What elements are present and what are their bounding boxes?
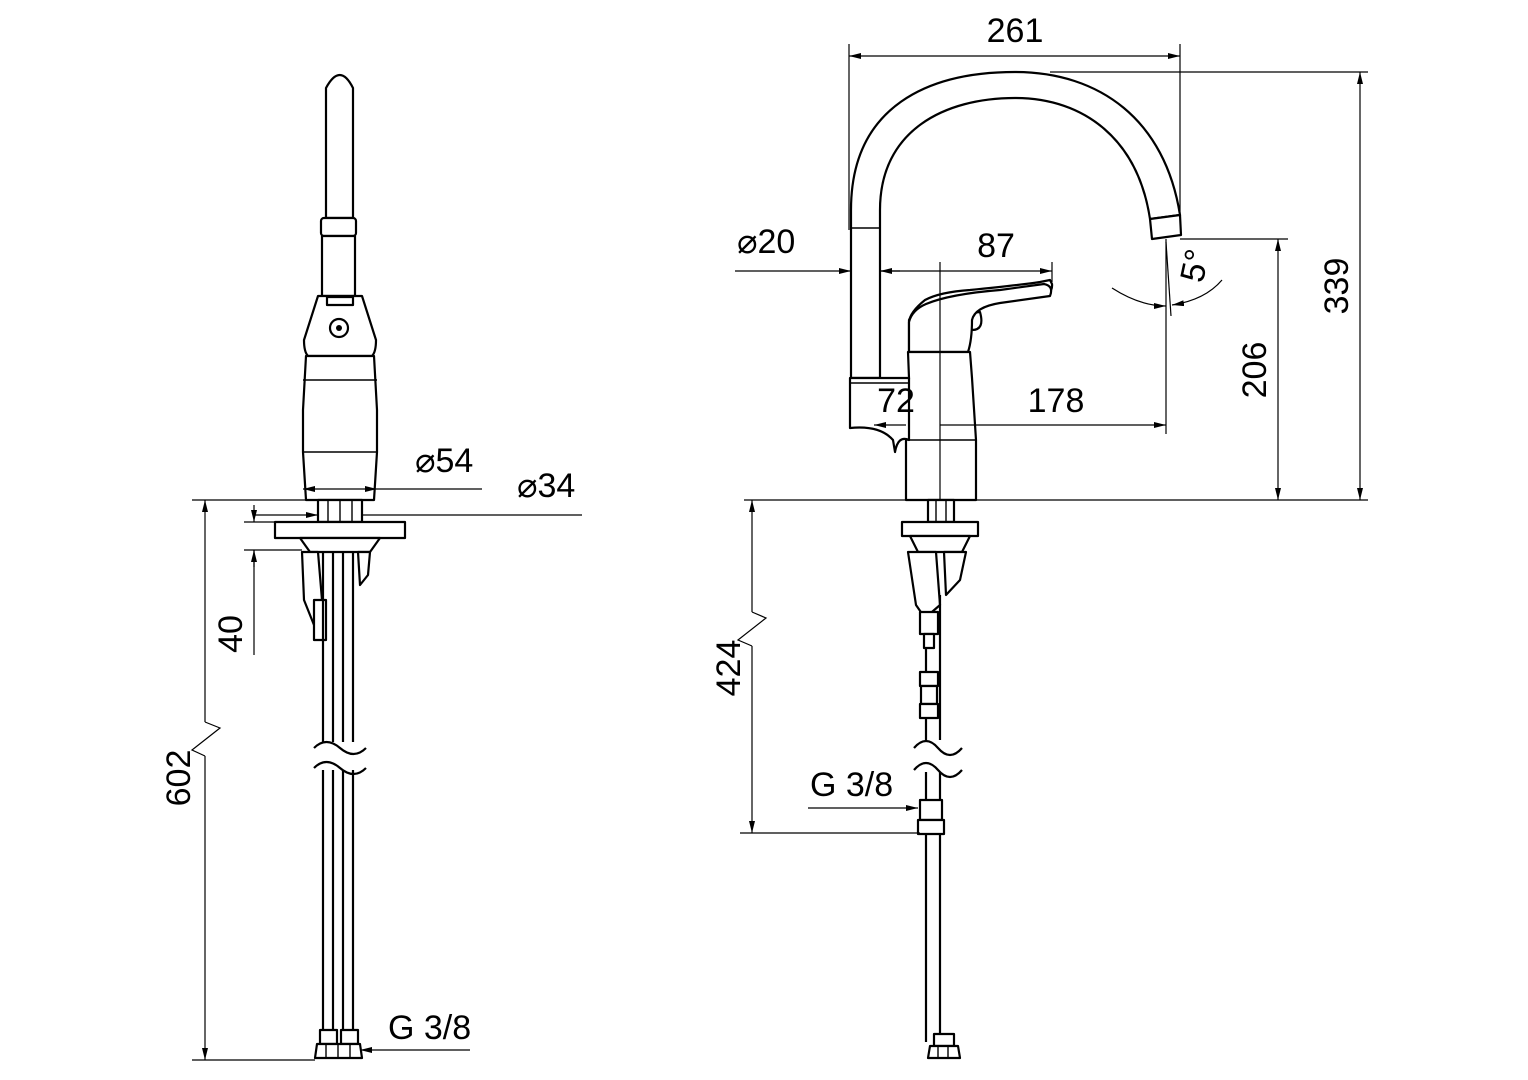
front-dim-206: 206 (1180, 238, 1288, 500)
front-dim-261: 261 (848, 12, 1181, 230)
front-thread-callout: G 3/8 (808, 766, 918, 811)
front-dim-178-label: 178 (1028, 382, 1085, 420)
side-dim-dia34: ⌀34 (255, 467, 582, 518)
side-dim-602: 602 (160, 499, 318, 1061)
front-dim-424: 424 (710, 500, 920, 834)
side-dim-602-label: 602 (160, 750, 198, 807)
front-dim-dia20: ⌀20 (735, 223, 900, 274)
front-dim-206-label: 206 (1236, 342, 1274, 399)
front-dim-72: 72 (874, 382, 915, 428)
front-dim-angle: 5° (1111, 241, 1223, 317)
side-mounting (273, 498, 407, 642)
side-dim-dia54-label: ⌀54 (415, 442, 473, 480)
side-hoses (312, 552, 368, 1060)
front-mounting (900, 498, 980, 650)
front-dim-72-label: 72 (877, 382, 915, 420)
side-dim-dia54: ⌀54 (303, 442, 482, 492)
front-spout (849, 70, 1183, 380)
front-hoses (912, 595, 964, 1060)
side-dim-40: 40 (212, 505, 302, 655)
front-dim-87: 87 (880, 227, 1053, 500)
side-body (301, 354, 379, 502)
front-body (848, 350, 978, 502)
front-dim-339-label: 339 (1318, 258, 1356, 315)
front-view: 261 339 206 ⌀20 87 (710, 12, 1368, 1060)
side-thread-callout: G 3/8 (360, 1009, 471, 1053)
front-dim-dia20-label: ⌀20 (737, 223, 795, 261)
side-thread-label: G 3/8 (388, 1009, 471, 1047)
front-dim-339: 339 (1050, 71, 1368, 500)
front-lever (907, 278, 1054, 354)
side-spout (319, 73, 358, 298)
front-thread-label: G 3/8 (810, 766, 893, 804)
front-dim-87-label: 87 (977, 227, 1015, 265)
front-dim-angle-label: 5° (1173, 246, 1217, 286)
front-dim-424-label: 424 (710, 640, 748, 697)
side-lever-cap (302, 294, 378, 358)
side-view: 602 40 ⌀54 ⌀34 G 3/8 (160, 73, 582, 1061)
front-dim-261-label: 261 (987, 12, 1044, 50)
side-dim-dia34-label: ⌀34 (517, 467, 575, 505)
side-dim-40-label: 40 (212, 615, 250, 653)
front-dim-178: 178 (940, 239, 1167, 434)
